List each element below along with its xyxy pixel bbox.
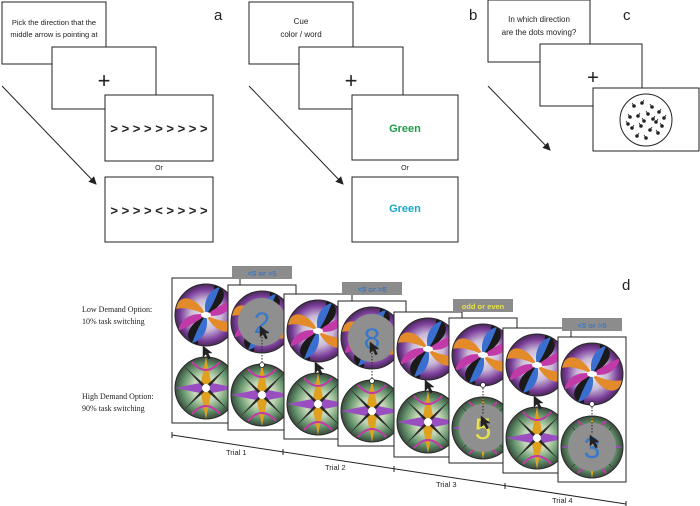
- motion-dot: [632, 104, 636, 108]
- panel-d: d Low Demand Option: 10% task switching …: [82, 266, 630, 506]
- panel-c: c In which direction are the dots moving…: [487, 0, 700, 152]
- panel-a: a Pick the direction that the middle arr…: [1, 1, 223, 243]
- digit-disc: [348, 314, 396, 362]
- motion-dot: [635, 134, 639, 138]
- trial-timeline: [171, 434, 627, 505]
- motion-dot: [650, 105, 654, 109]
- trial-label-1: Trial 1: [226, 448, 247, 457]
- digit-disc: [238, 298, 286, 346]
- panel-b-letter: b: [469, 7, 477, 24]
- panel-c-fixation: +: [587, 67, 599, 89]
- motion-dot: [656, 131, 660, 135]
- panel-b-word1-box: [351, 94, 459, 161]
- low-demand-line1: Low Demand Option:: [82, 305, 152, 314]
- panel-a-congruent-arrows: > > > > > > > > >: [110, 121, 208, 136]
- high-demand-line1: High Demand Option:: [82, 392, 154, 401]
- motion-dot: [636, 114, 640, 118]
- panel-b-word2-box: [351, 176, 459, 243]
- panel-d-letter: d: [622, 277, 630, 294]
- low-demand-pattern: [560, 342, 624, 406]
- motion-dot: [648, 128, 652, 132]
- task-cue-text: odd or even: [462, 302, 505, 311]
- task-cue-box: [453, 299, 513, 312]
- motion-dot: [646, 112, 650, 116]
- cursor-origin: [589, 401, 595, 407]
- motion-dot: [640, 101, 644, 105]
- cursor-origin: [369, 378, 375, 384]
- panel-b: b Cue color / word + Green Or Green: [248, 1, 477, 243]
- motion-dot: [626, 122, 630, 126]
- motion-dot: [630, 126, 634, 130]
- motion-dot: [651, 117, 655, 121]
- high-demand-line2: 90% task switching: [82, 404, 145, 413]
- motion-dot: [660, 124, 664, 128]
- task-cue-text: <5 or >5: [578, 321, 607, 330]
- panel-c-letter: c: [623, 7, 631, 24]
- trial-label-3: Trial 3: [436, 480, 457, 489]
- motion-dot: [639, 124, 643, 128]
- panel-a-congruent-box: [104, 94, 214, 162]
- panel-c-question-line2: are the dots moving?: [502, 28, 577, 37]
- motion-dot: [662, 116, 666, 120]
- digit-disc: [459, 404, 507, 452]
- motion-dot: [628, 115, 632, 119]
- cursor-origin: [480, 382, 486, 388]
- panel-a-time-arrow: [1, 85, 97, 185]
- panel-c-time-arrow: [487, 85, 551, 151]
- panel-b-cue-line2: color / word: [280, 30, 321, 39]
- panel-a-or: Or: [155, 165, 163, 172]
- trial-label-2: Trial 2: [325, 463, 346, 472]
- task-cue-box: [232, 266, 292, 279]
- panel-b-word2: Green: [389, 203, 421, 215]
- task-cue-box: [562, 318, 622, 331]
- panel-c-question-line1: In which direction: [508, 15, 570, 24]
- panel-b-time-arrow: [248, 85, 344, 185]
- motion-dot: [657, 110, 661, 114]
- panel-b-fixation: +: [345, 68, 358, 93]
- motion-dot: [642, 119, 646, 123]
- low-demand-line2: 10% task switching: [82, 317, 145, 326]
- panel-b-cue-line1: Cue: [294, 17, 309, 26]
- panel-b-word1: Green: [389, 123, 421, 135]
- task-cue-box: [342, 282, 402, 295]
- panel-a-letter: a: [214, 7, 223, 24]
- cursor-origin: [259, 362, 265, 368]
- panel-a-incongruent-box: [104, 176, 214, 243]
- panel-a-incongruent-arrows: > > > > < > > > >: [110, 203, 208, 218]
- panel-c-moving-dots: [625, 99, 667, 140]
- panel-a-fixation: +: [98, 68, 111, 93]
- panel-b-or: Or: [401, 165, 409, 172]
- trial-timeline-ticks: [171, 432, 627, 506]
- digit-disc: [568, 423, 616, 471]
- motion-dot: [654, 120, 658, 124]
- panel-a-prompt-line2: middle arrow is pointing at: [10, 30, 98, 39]
- task-cue-text: <5 or >5: [358, 285, 387, 294]
- task-card: <5 or >53: [557, 318, 627, 483]
- motion-dot: [644, 136, 648, 140]
- panel-a-prompt-line1: Pick the direction that the: [12, 18, 96, 27]
- task-cue-text: <5 or >5: [248, 269, 277, 278]
- trial-label-4: Trial 4: [552, 496, 573, 505]
